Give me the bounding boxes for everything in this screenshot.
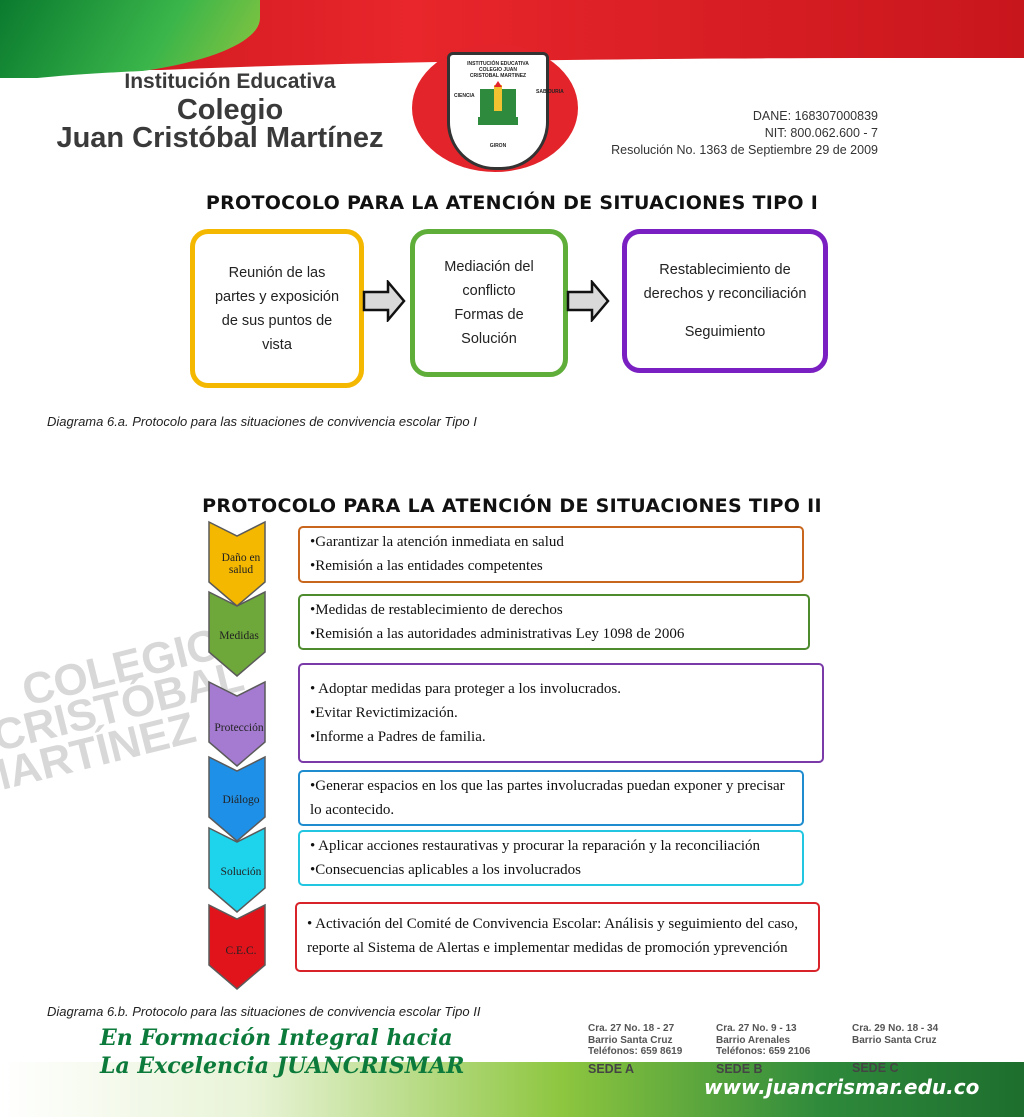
seal-right-text: SABIDURIA — [536, 89, 564, 96]
step-box-medidas: •Medidas de restablecimiento de derechos… — [298, 594, 810, 650]
website-link[interactable]: www.juancrismar.edu.co — [704, 1075, 980, 1099]
step-box-dialogo: •Generar espacios en los que las partes … — [298, 770, 804, 826]
nit-text: NIT: 800.062.600 - 7 — [764, 126, 878, 140]
seal-top-text: INSTITUCIÓN EDUCATIVA — [467, 61, 529, 67]
resolucion-text: Resolución No. 1363 de Septiembre 29 de … — [611, 143, 878, 157]
seal-left-text: CIENCIA — [454, 93, 475, 99]
step-chevron-dialogo — [208, 755, 266, 842]
step-chevron-cec — [208, 903, 266, 990]
header-legal: DANE: 168307000839 NIT: 800.062.600 - 7 … — [570, 108, 878, 159]
seal-middle-text: COLEGIO JUAN CRISTOBAL MARTINEZ — [469, 67, 527, 79]
tipo2-title: PROTOCOLO PARA LA ATENCIÓN DE SITUACIONE… — [202, 495, 822, 517]
step-label-dialogo: Diálogo — [222, 794, 260, 806]
arrow-right-icon — [362, 280, 406, 322]
arrow-right-icon — [566, 280, 610, 322]
step-label-proteccion: Protección — [214, 722, 264, 734]
step-box-solucion: • Aplicar acciones restaurativas y procu… — [298, 830, 804, 886]
footer-slogan-line2: La Excelencia JUANCRISMAR — [100, 1053, 465, 1079]
step-chevron-proteccion — [208, 680, 266, 767]
book-torch-icon — [478, 81, 518, 125]
tipo1-title: PROTOCOLO PARA LA ATENCIÓN DE SITUACIONE… — [205, 192, 819, 214]
footer-slogan-line1: En Formación Integral hacia — [100, 1025, 453, 1051]
institution-line3: Juan Cristóbal Martínez — [56, 122, 384, 154]
step-box-proteccion: • Adoptar medidas para proteger a los in… — [298, 663, 824, 763]
step-box-dano: •Garantizar la atención inmediata en sal… — [298, 526, 804, 583]
tipo1-caption: Diagrama 6.a. Protocolo para las situaci… — [47, 414, 477, 429]
step-label-solucion: Solución — [220, 866, 262, 878]
step-box-cec: • Activación del Comité de Convivencia E… — [295, 902, 820, 972]
step-label-cec: C.E.C. — [225, 945, 257, 957]
step-label-medidas: Medidas — [219, 630, 259, 642]
dane-text: DANE: 168307000839 — [752, 109, 878, 123]
step-label-dano: Daño en salud — [221, 552, 261, 576]
institution-line1: Institución Educativa — [124, 70, 336, 93]
footer-band — [0, 1062, 1024, 1117]
tipo2-caption: Diagrama 6.b. Protocolo para las situaci… — [47, 1004, 481, 1019]
school-seal: INSTITUCIÓN EDUCATIVA COLEGIO JUAN CRIST… — [447, 52, 564, 170]
institution-line2: Colegio — [176, 94, 284, 126]
seal-bottom-text: GIRON — [489, 143, 507, 149]
step-chevron-solucion — [208, 826, 266, 913]
step-chevron-dano — [208, 520, 266, 607]
step-chevron-medidas — [208, 590, 266, 677]
